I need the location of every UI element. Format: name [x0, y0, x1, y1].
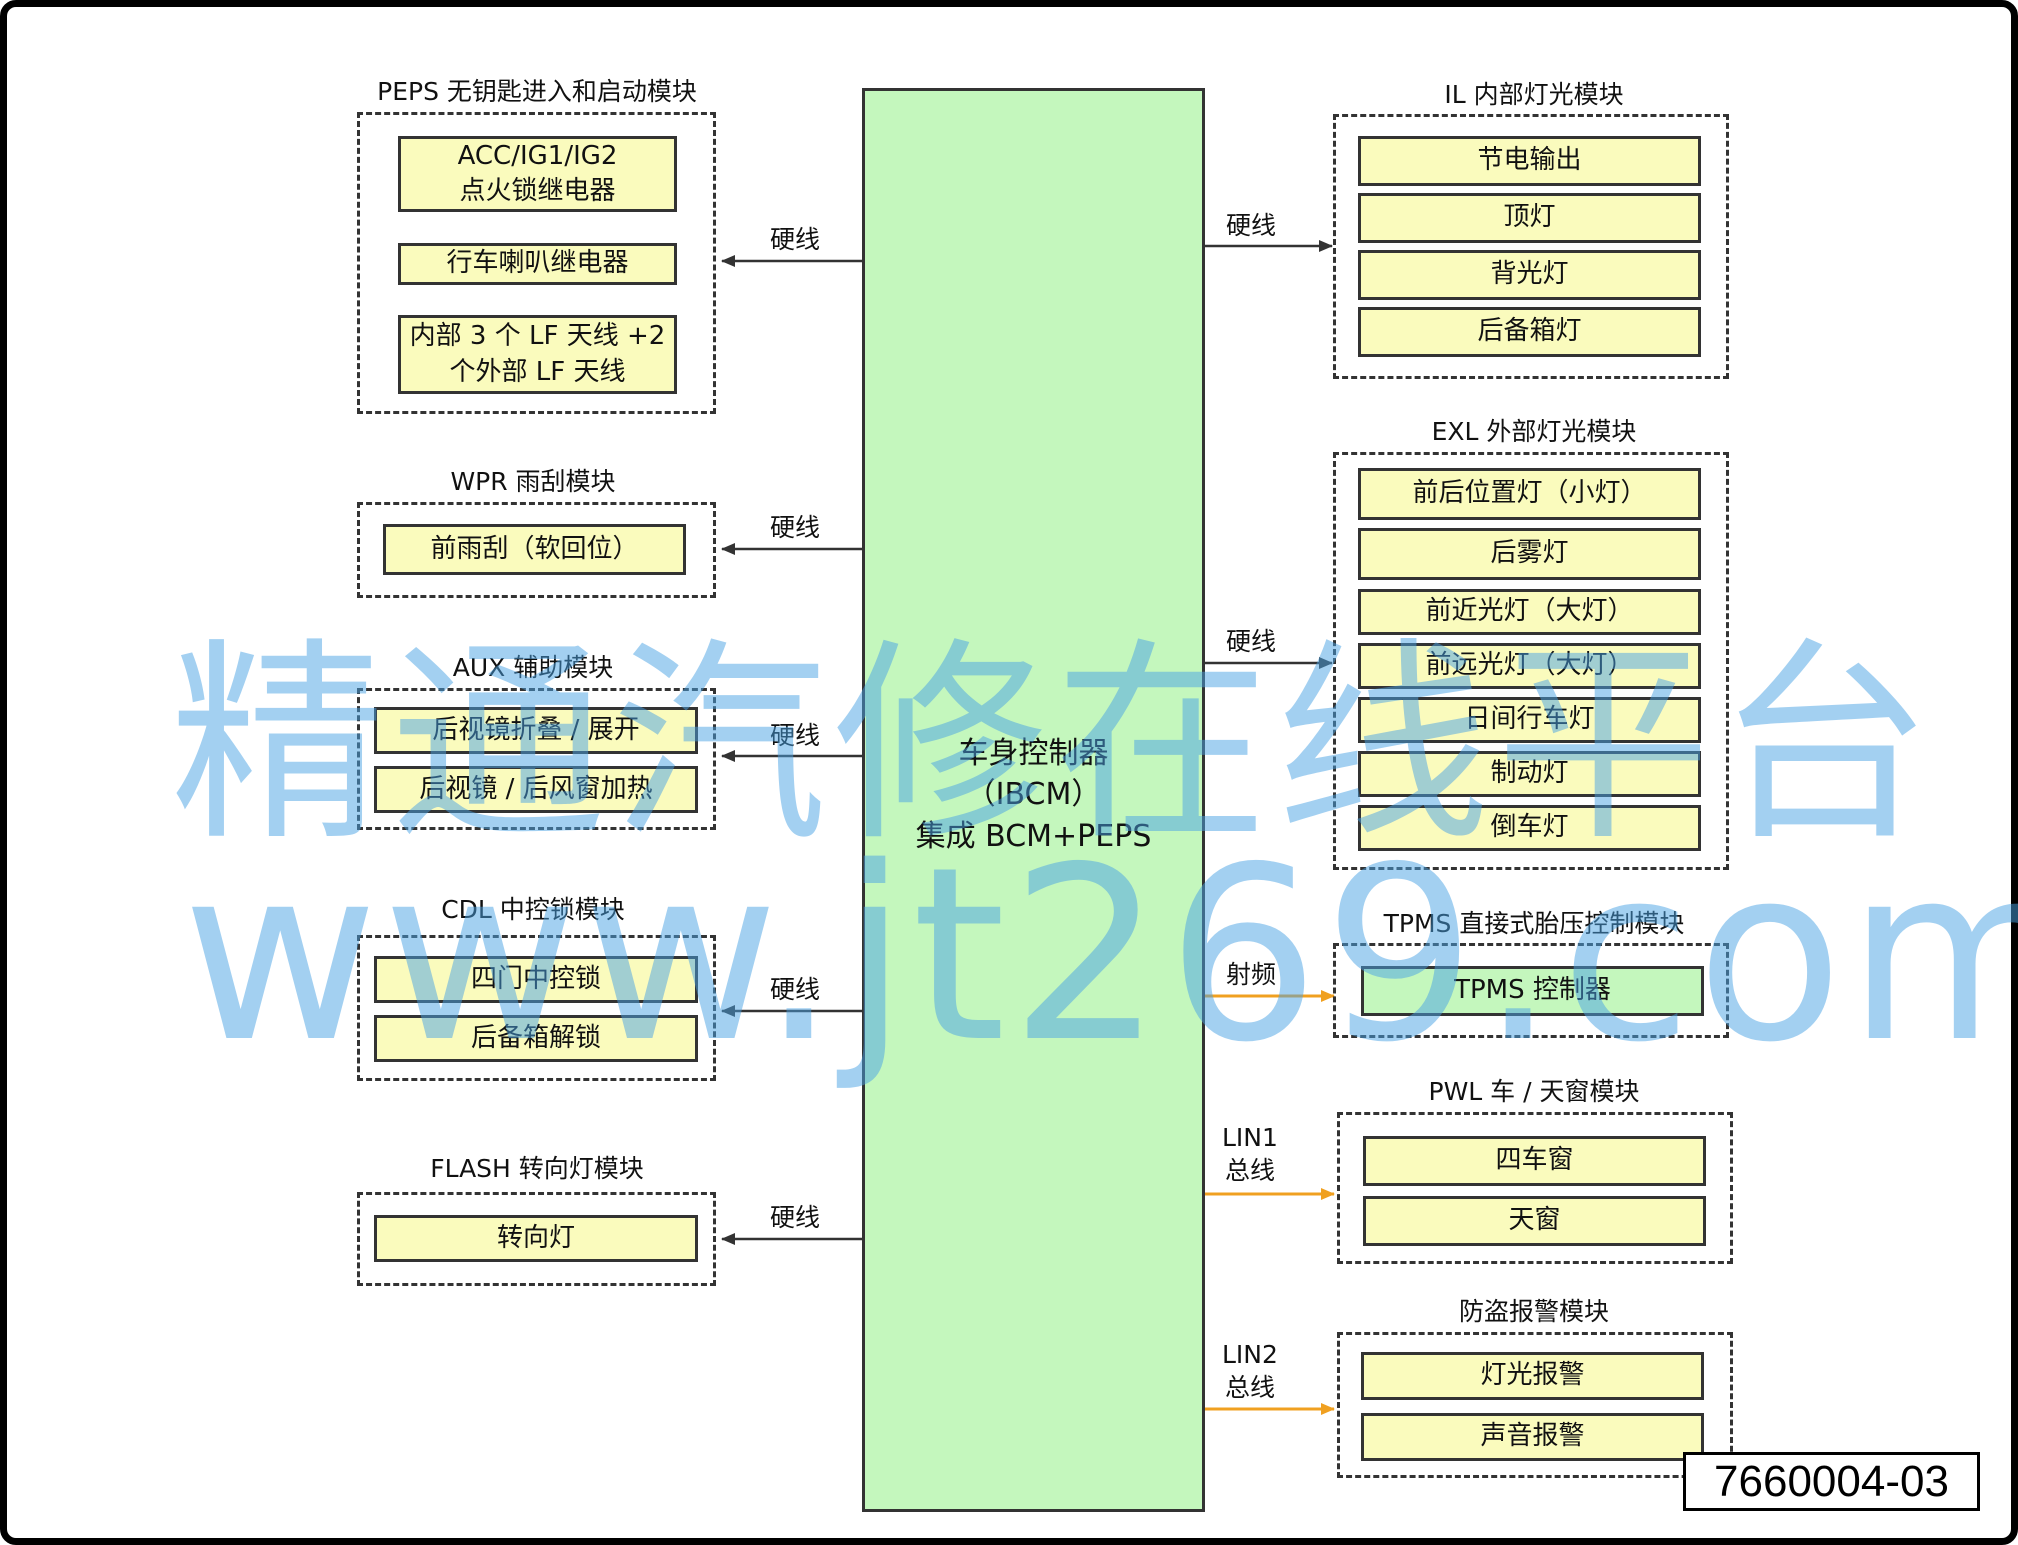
exl-group-title: EXL 外部灯光模块: [1431, 417, 1637, 446]
peps-group-title: PEPS 无钥匙进入和启动模块: [377, 77, 697, 106]
watermark-url: www.jt269.com: [182, 815, 2018, 1095]
peps-item-horn-relay: 行车喇叭继电器: [398, 243, 677, 285]
il-link-label: 硬线: [1226, 211, 1277, 240]
peps-link-label: 硬线: [770, 225, 821, 254]
pwl-link-label: LIN1 总线: [1222, 1123, 1278, 1185]
tpms-group: [1333, 943, 1729, 1038]
cdl-item-door-lock: 四门中控锁: [374, 956, 698, 1003]
exl-item-reverse-light: 倒车灯: [1358, 805, 1701, 851]
pwl-item-windows: 四车窗: [1363, 1136, 1706, 1186]
flash-group-title: FLASH 转向灯模块: [430, 1154, 644, 1183]
alarm-item-sound: 声音报警: [1361, 1413, 1704, 1461]
pwl-item-sunroof: 天窗: [1363, 1196, 1706, 1246]
wpr-link-label: 硬线: [770, 513, 821, 542]
wpr-item-front-wiper: 前雨刮（软回位）: [383, 524, 686, 575]
il-item-trunk-light: 后备箱灯: [1358, 307, 1701, 357]
aux-group-title: AUX 辅助模块: [452, 653, 614, 682]
il-group: [1333, 114, 1729, 379]
alarm-item-light: 灯光报警: [1361, 1352, 1704, 1400]
figure-id: 7660004-03: [1683, 1452, 1980, 1511]
peps-item-lf-antennas: 内部 3 个 LF 天线 +2 个外部 LF 天线: [398, 315, 677, 394]
aux-item-mirror-heat: 后视镜 / 后风窗加热: [374, 766, 698, 813]
ibcm-code: （IBCM）: [965, 777, 1102, 812]
cdl-group-title: CDL 中控锁模块: [441, 895, 625, 924]
exl-item-high-beam: 前远光灯（大灯）: [1358, 643, 1701, 689]
alarm-link-label: LIN2 总线: [1222, 1340, 1278, 1402]
watermark-chinese: 精通汽修在线平台: [170, 619, 1938, 870]
il-item-backlight: 背光灯: [1358, 250, 1701, 300]
pwl-group-title: PWL 车 / 天窗模块: [1428, 1077, 1640, 1106]
cdl-group: [357, 935, 716, 1081]
il-item-dome-light: 顶灯: [1358, 193, 1701, 243]
il-group-title: IL 内部灯光模块: [1444, 80, 1624, 109]
ibcm-controller-box: [862, 88, 1205, 1512]
wpr-group: [357, 502, 716, 598]
il-item-power-save: 节电输出: [1358, 136, 1701, 186]
exl-item-rear-fog: 后雾灯: [1358, 528, 1701, 580]
tpms-link-label: 射频: [1226, 960, 1277, 989]
peps-group: [357, 112, 716, 414]
exl-item-position-lamp: 前后位置灯（小灯）: [1358, 468, 1701, 520]
aux-group: [357, 688, 716, 830]
peps-item-ignition-relay: ACC/IG1/IG2 点火锁继电器: [398, 136, 677, 212]
exl-link-label: 硬线: [1226, 627, 1277, 656]
tpms-group-title: TPMS 直接式胎压控制模块: [1383, 909, 1685, 938]
exl-item-low-beam: 前近光灯（大灯）: [1358, 589, 1701, 635]
alarm-group: [1337, 1332, 1733, 1478]
ibcm-title: 车身控制器: [958, 736, 1109, 771]
cdl-item-trunk-unlock: 后备箱解锁: [374, 1015, 698, 1062]
pwl-group: [1337, 1112, 1733, 1264]
exl-item-brake-light: 制动灯: [1358, 751, 1701, 797]
wpr-group-title: WPR 雨刮模块: [450, 467, 616, 496]
flash-link-label: 硬线: [770, 1203, 821, 1232]
tpms-item-controller: TPMS 控制器: [1361, 966, 1704, 1016]
aux-link-label: 硬线: [770, 721, 821, 750]
exl-item-drl: 日间行车灯: [1358, 697, 1701, 743]
cdl-link-label: 硬线: [770, 975, 821, 1004]
flash-group: [357, 1192, 716, 1286]
aux-item-mirror-fold: 后视镜折叠 / 展开: [374, 707, 698, 754]
ibcm-integration: 集成 BCM+PEPS: [915, 819, 1152, 854]
flash-item-turn-signal: 转向灯: [374, 1215, 698, 1262]
alarm-group-title: 防盗报警模块: [1458, 1297, 1610, 1326]
exl-group: [1333, 452, 1729, 870]
